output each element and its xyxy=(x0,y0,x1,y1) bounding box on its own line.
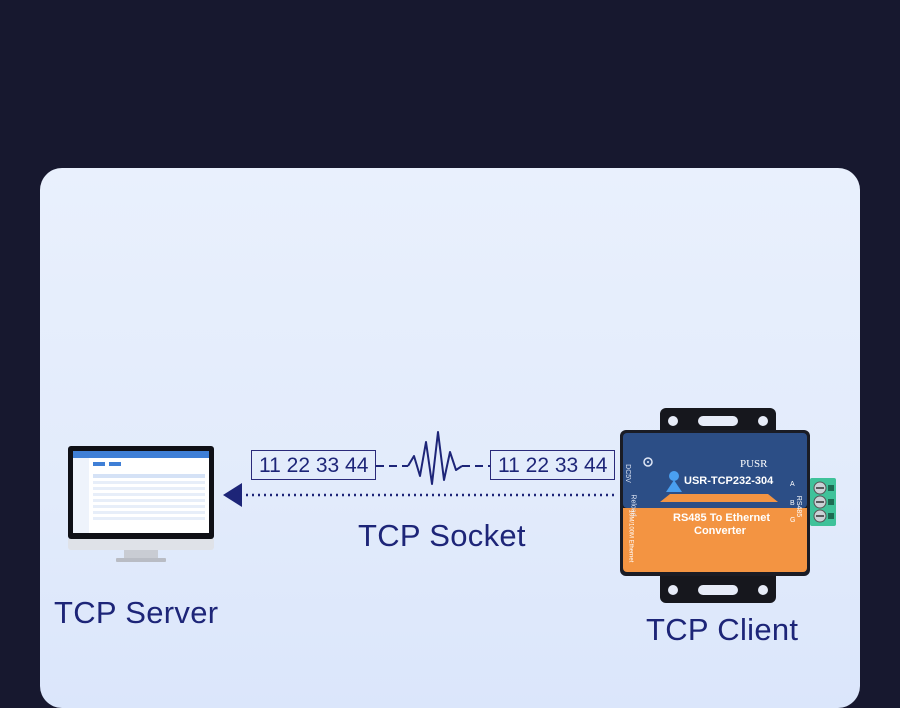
device-brand: PUSR xyxy=(740,458,768,470)
pin-g-label: G xyxy=(790,517,796,524)
monitor-icon xyxy=(68,446,214,562)
packet-right: 11 22 33 44 xyxy=(490,450,616,480)
port-ethernet-label: 10M/100M Ethernet xyxy=(627,509,634,563)
port-dc-label: DC5V xyxy=(623,464,631,483)
terminal-block xyxy=(810,478,836,526)
device-body xyxy=(620,430,810,576)
device-title-line1: RS485 To Ethernet xyxy=(673,512,770,524)
signal-wave-icon xyxy=(376,431,490,485)
device-title-line2: Converter xyxy=(694,525,746,537)
packet-left: 11 22 33 44 xyxy=(251,450,377,480)
socket-label: TCP Socket xyxy=(358,518,526,553)
server-label: TCP Server xyxy=(54,595,219,630)
pin-a-label: A xyxy=(790,481,795,488)
port-rs485-label: RS485 xyxy=(795,495,803,518)
device-model: USR-TCP232-304 xyxy=(684,475,774,487)
pin-b-label: B xyxy=(790,500,795,507)
converter-device: PUSR USR-TCP232-304 RS485 To Ethernet Co… xyxy=(620,408,840,603)
client-label: TCP Client xyxy=(646,612,799,647)
arrow-left-icon xyxy=(223,483,242,507)
